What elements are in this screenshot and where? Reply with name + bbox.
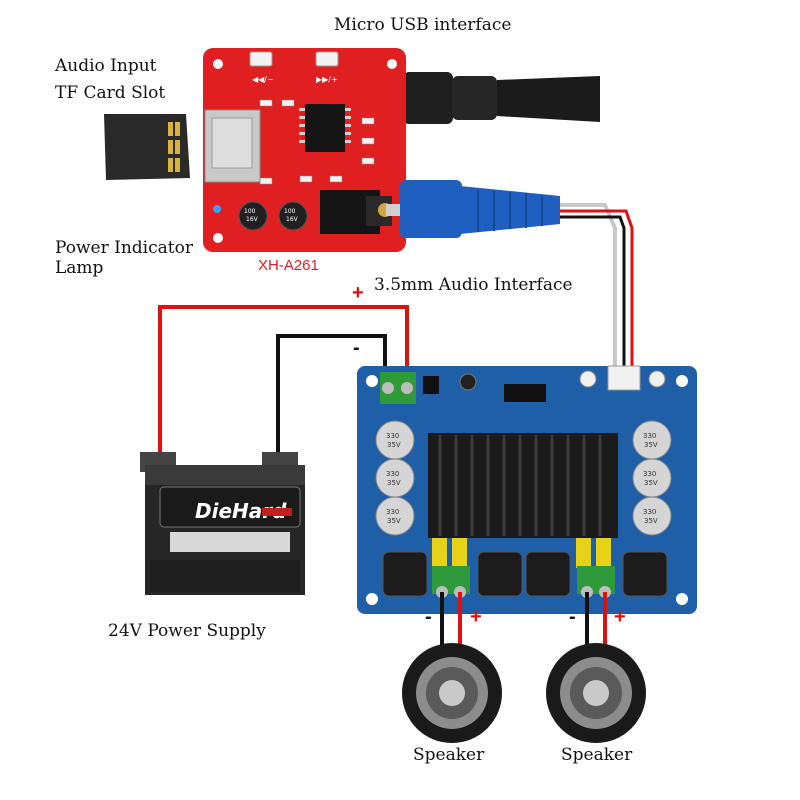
power-indicator-label: Power Indicator <box>55 238 193 258</box>
svg-text:35V: 35V <box>387 479 401 487</box>
svg-text:330: 330 <box>643 432 656 440</box>
audio-cable-black-wire <box>555 215 626 378</box>
audio-plug <box>386 180 560 238</box>
battery: DieHard <box>140 452 305 595</box>
tf-card-slot-label: TF Card Slot <box>55 83 166 103</box>
svg-text:◀◀/−: ◀◀/− <box>252 75 274 84</box>
svg-text:35V: 35V <box>644 479 658 487</box>
micro-usb-label: Micro USB interface <box>334 15 512 35</box>
svg-text:330: 330 <box>643 508 656 516</box>
right-speaker <box>546 643 646 743</box>
left-speaker-label: Speaker <box>413 745 485 765</box>
svg-text:▶▶/+: ▶▶/+ <box>316 75 338 84</box>
tf-card <box>104 114 190 180</box>
audio-interface-label: 3.5mm Audio Interface <box>374 275 573 295</box>
svg-text:330: 330 <box>386 508 399 516</box>
left-speaker-plus-mark: + <box>470 606 482 628</box>
svg-text:100: 100 <box>284 208 296 215</box>
board-model-label: XH-A261 <box>258 257 319 274</box>
svg-text:330: 330 <box>386 470 399 478</box>
power-supply-label: 24V Power Supply <box>108 621 266 641</box>
right-speaker-label: Speaker <box>561 745 633 765</box>
svg-text:35V: 35V <box>644 517 658 525</box>
svg-text:330: 330 <box>386 432 399 440</box>
left-speaker-minus-mark: - <box>425 606 432 628</box>
power-indicator-lamp-label: Lamp <box>55 258 104 278</box>
svg-text:16V: 16V <box>286 216 299 223</box>
svg-text:100: 100 <box>244 208 256 215</box>
battery-positive-wire <box>158 305 409 462</box>
svg-text:35V: 35V <box>387 517 401 525</box>
svg-text:16V: 16V <box>246 216 259 223</box>
svg-text:330: 330 <box>643 470 656 478</box>
battery-negative-wire <box>276 334 387 462</box>
battery-minus-mark: - <box>353 337 360 359</box>
svg-text:35V: 35V <box>387 441 401 449</box>
svg-text:35V: 35V <box>644 441 658 449</box>
audio-cable-red-wire <box>555 209 634 378</box>
right-speaker-plus-mark: + <box>614 606 626 628</box>
decoder-board: ◀◀/− ▶▶/+ 100 16V 100 16V <box>203 48 406 252</box>
audio-input-label: Audio Input <box>55 56 157 76</box>
battery-plus-mark: + <box>352 282 364 304</box>
right-speaker-minus-mark: - <box>569 606 576 628</box>
left-speaker <box>402 643 502 743</box>
